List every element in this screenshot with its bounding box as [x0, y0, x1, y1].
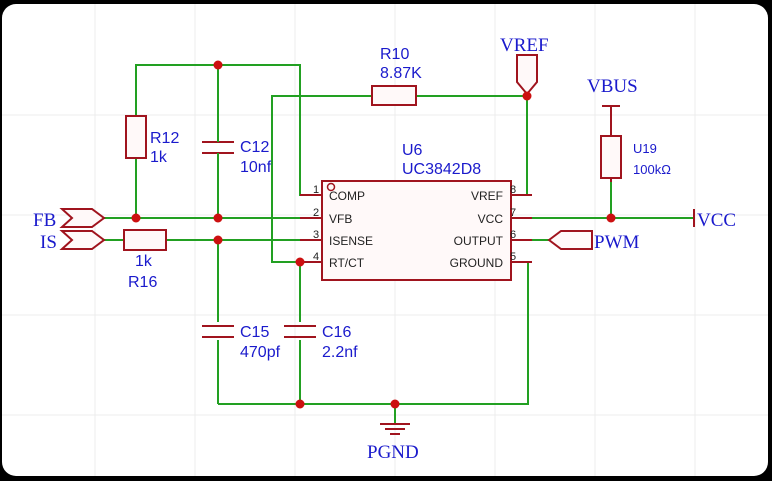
c12-ref: C12 — [240, 139, 269, 156]
net-label-pwm: PWM — [594, 232, 640, 253]
net-label-pgnd: PGND — [367, 442, 419, 463]
c15-value: 470pf — [240, 344, 281, 361]
ic-u6: COMP VFB ISENSE RT/CT VREF VCC OUTPUT GR… — [300, 142, 532, 281]
pin-num-1: 1 — [313, 184, 319, 196]
junctions — [131, 60, 616, 409]
c16-ref: C16 — [322, 324, 351, 341]
schematic-canvas: COMP VFB ISENSE RT/CT VREF VCC OUTPUT GR… — [2, 4, 768, 476]
pin-name-vfb: VFB — [329, 212, 352, 226]
net-label-is: IS — [40, 232, 57, 253]
resistor-r10: R10 8.87K — [371, 46, 422, 106]
pin-name-isense: ISENSE — [329, 234, 373, 248]
pin-num-4: 4 — [313, 251, 319, 263]
pin-name-ground: GROUND — [450, 256, 504, 270]
c12-value: 10nf — [240, 159, 272, 176]
pin-name-comp: COMP — [329, 189, 365, 203]
net-label-vcc: VCC — [697, 210, 736, 231]
pin-num-5: 5 — [510, 251, 516, 263]
ic-part: UC3842D8 — [402, 161, 481, 178]
r10-value: 8.87K — [380, 65, 422, 82]
u19-value: 100kΩ — [633, 162, 671, 177]
c15-ref: C15 — [240, 324, 269, 341]
c16-value: 2.2nf — [322, 344, 358, 361]
ground-pgnd-symbol — [380, 423, 410, 435]
capacitor-c12 — [202, 140, 234, 160]
u19-ref: U19 — [633, 141, 657, 156]
net-label-vbus: VBUS — [587, 76, 638, 97]
r16-value: 1k — [135, 253, 153, 270]
r10-ref: R10 — [380, 46, 409, 63]
pin-num-7: 7 — [510, 207, 516, 219]
net-label-fb: FB — [33, 210, 56, 231]
ic-ref: U6 — [402, 142, 423, 159]
r12-value: 1k — [150, 149, 168, 166]
port-is — [59, 230, 106, 250]
port-vref — [516, 54, 538, 96]
port-pwm — [547, 230, 593, 250]
resistor-r16: 1k R16 — [123, 229, 167, 291]
pin-num-6: 6 — [510, 229, 516, 241]
r16-ref: R16 — [128, 274, 157, 291]
capacitor-c16 — [284, 325, 316, 338]
pin-num-3: 3 — [313, 229, 319, 241]
pin-num-2: 2 — [313, 207, 319, 219]
pin-name-output: OUTPUT — [454, 234, 504, 248]
resistor-u19: U19 100kΩ — [600, 106, 671, 182]
schematic-diagram: COMP VFB ISENSE RT/CT VREF VCC OUTPUT GR… — [2, 4, 768, 476]
pin-name-vref: VREF — [471, 189, 503, 203]
pin-name-vcc: VCC — [478, 212, 504, 226]
resistor-r12: R12 1k — [125, 115, 179, 166]
net-label-vref: VREF — [500, 35, 549, 56]
pin-name-rtct: RT/CT — [329, 256, 365, 270]
r12-ref: R12 — [150, 130, 179, 147]
port-fb — [59, 208, 106, 228]
capacitor-c15 — [202, 325, 234, 338]
pin-num-8: 8 — [510, 184, 516, 196]
